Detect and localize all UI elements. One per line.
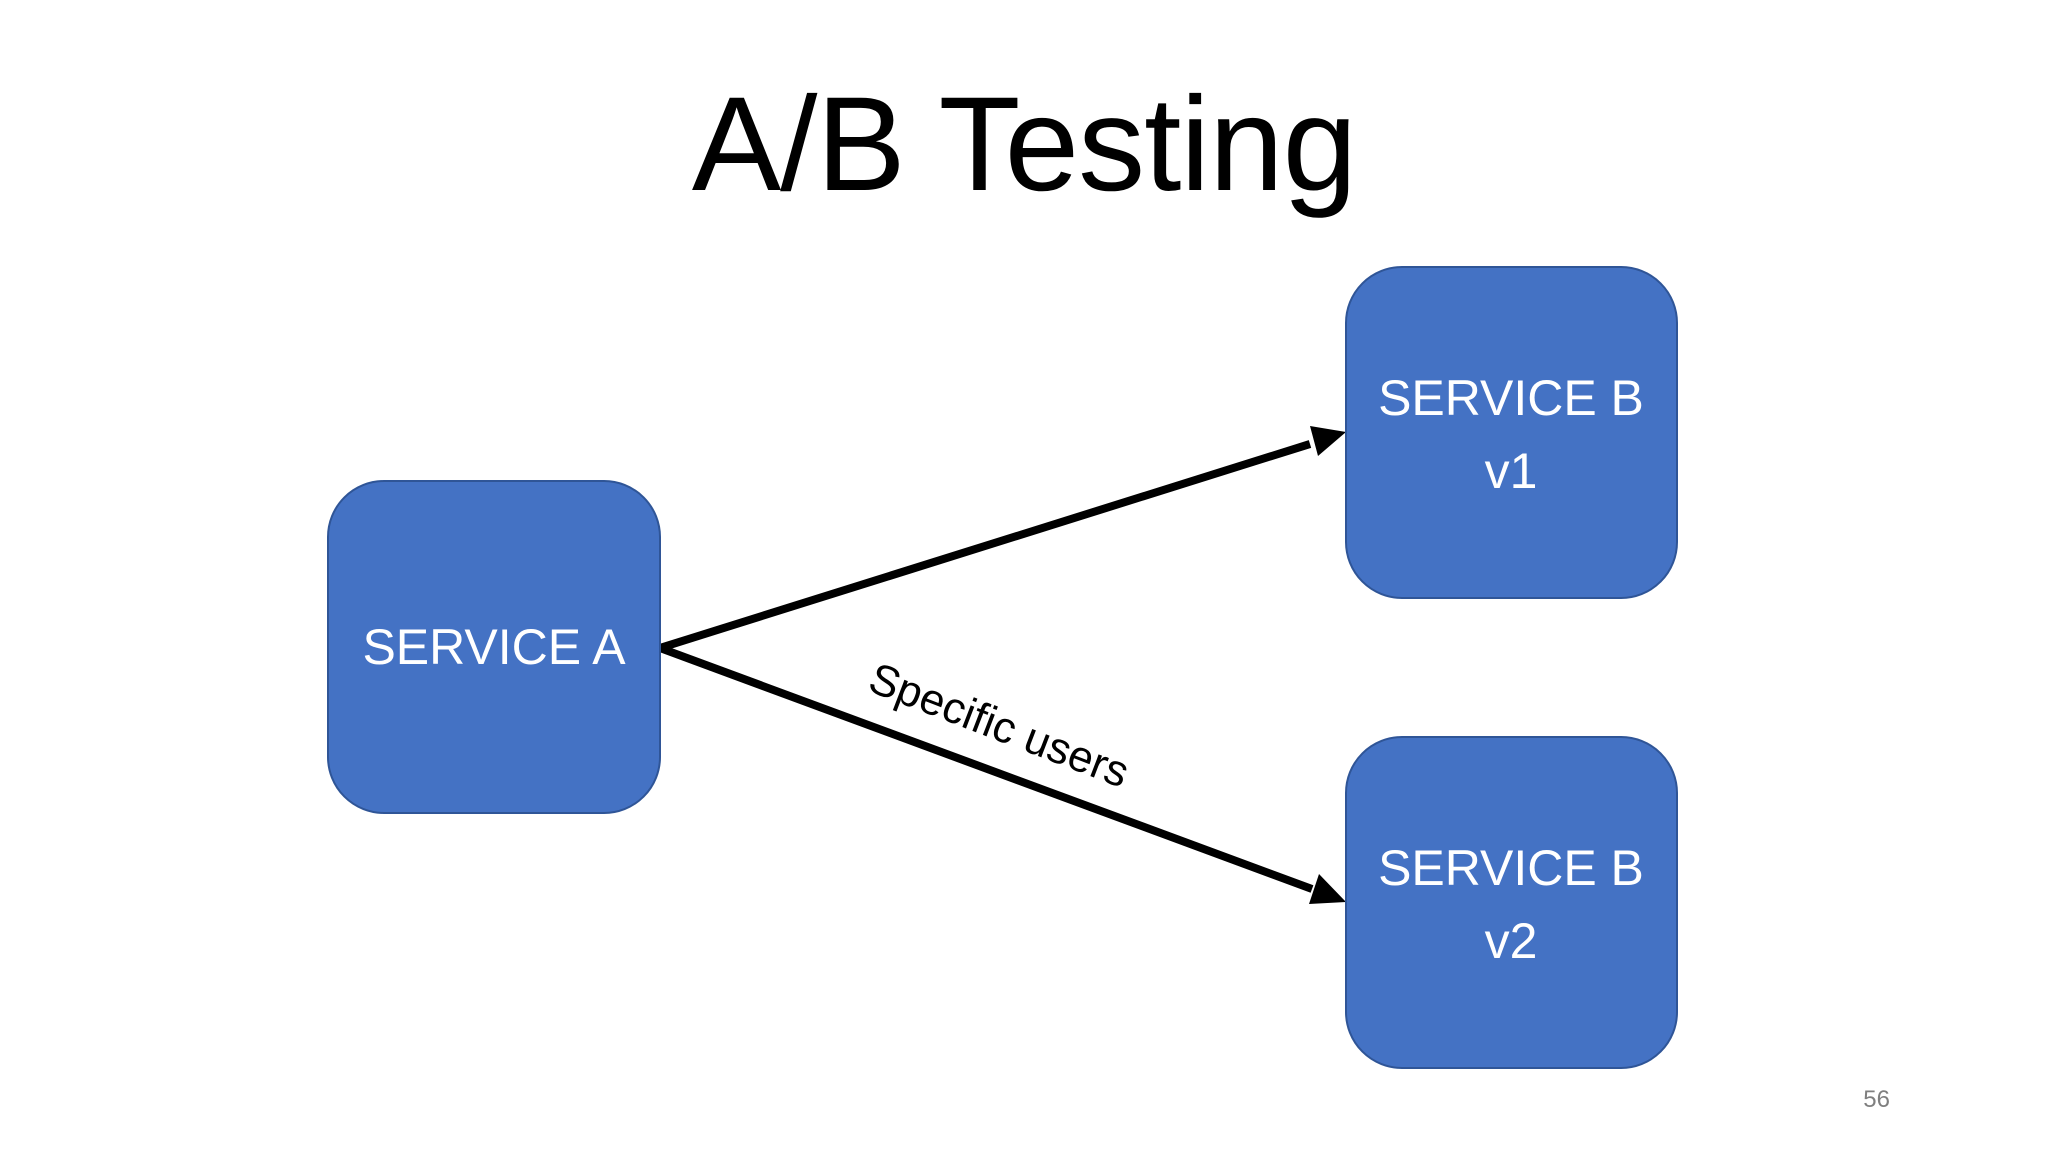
service-b-v1-label-line2: v1 (1485, 443, 1538, 499)
service-a-box (327, 480, 661, 814)
service-b-v1-box (1345, 266, 1678, 599)
service-b-v2-label-line1: SERVICE B (1378, 840, 1644, 896)
arrowhead-icon (1310, 426, 1346, 456)
edge-service-a-to-service-b-v1 (658, 426, 1346, 652)
arrowhead-icon (1309, 874, 1346, 904)
node-service-b-v2: SERVICE B v2 (1345, 736, 1678, 1069)
page-number: 56 (1863, 1086, 1890, 1113)
slide-title: A/B Testing (691, 70, 1357, 219)
node-service-a: SERVICE A (327, 480, 661, 814)
node-service-b-v1: SERVICE B v1 (1345, 266, 1678, 599)
service-b-v1-label-line1: SERVICE B (1378, 370, 1644, 426)
arrow-to-service-b-v2 (658, 644, 1314, 893)
service-b-v2-box (1345, 736, 1678, 1069)
edge-service-a-to-service-b-v2: Specific users (658, 644, 1346, 904)
service-b-v2-label-line2: v2 (1485, 913, 1538, 969)
arrow-to-service-b-v1 (658, 440, 1312, 652)
service-a-label: SERVICE A (362, 619, 626, 675)
